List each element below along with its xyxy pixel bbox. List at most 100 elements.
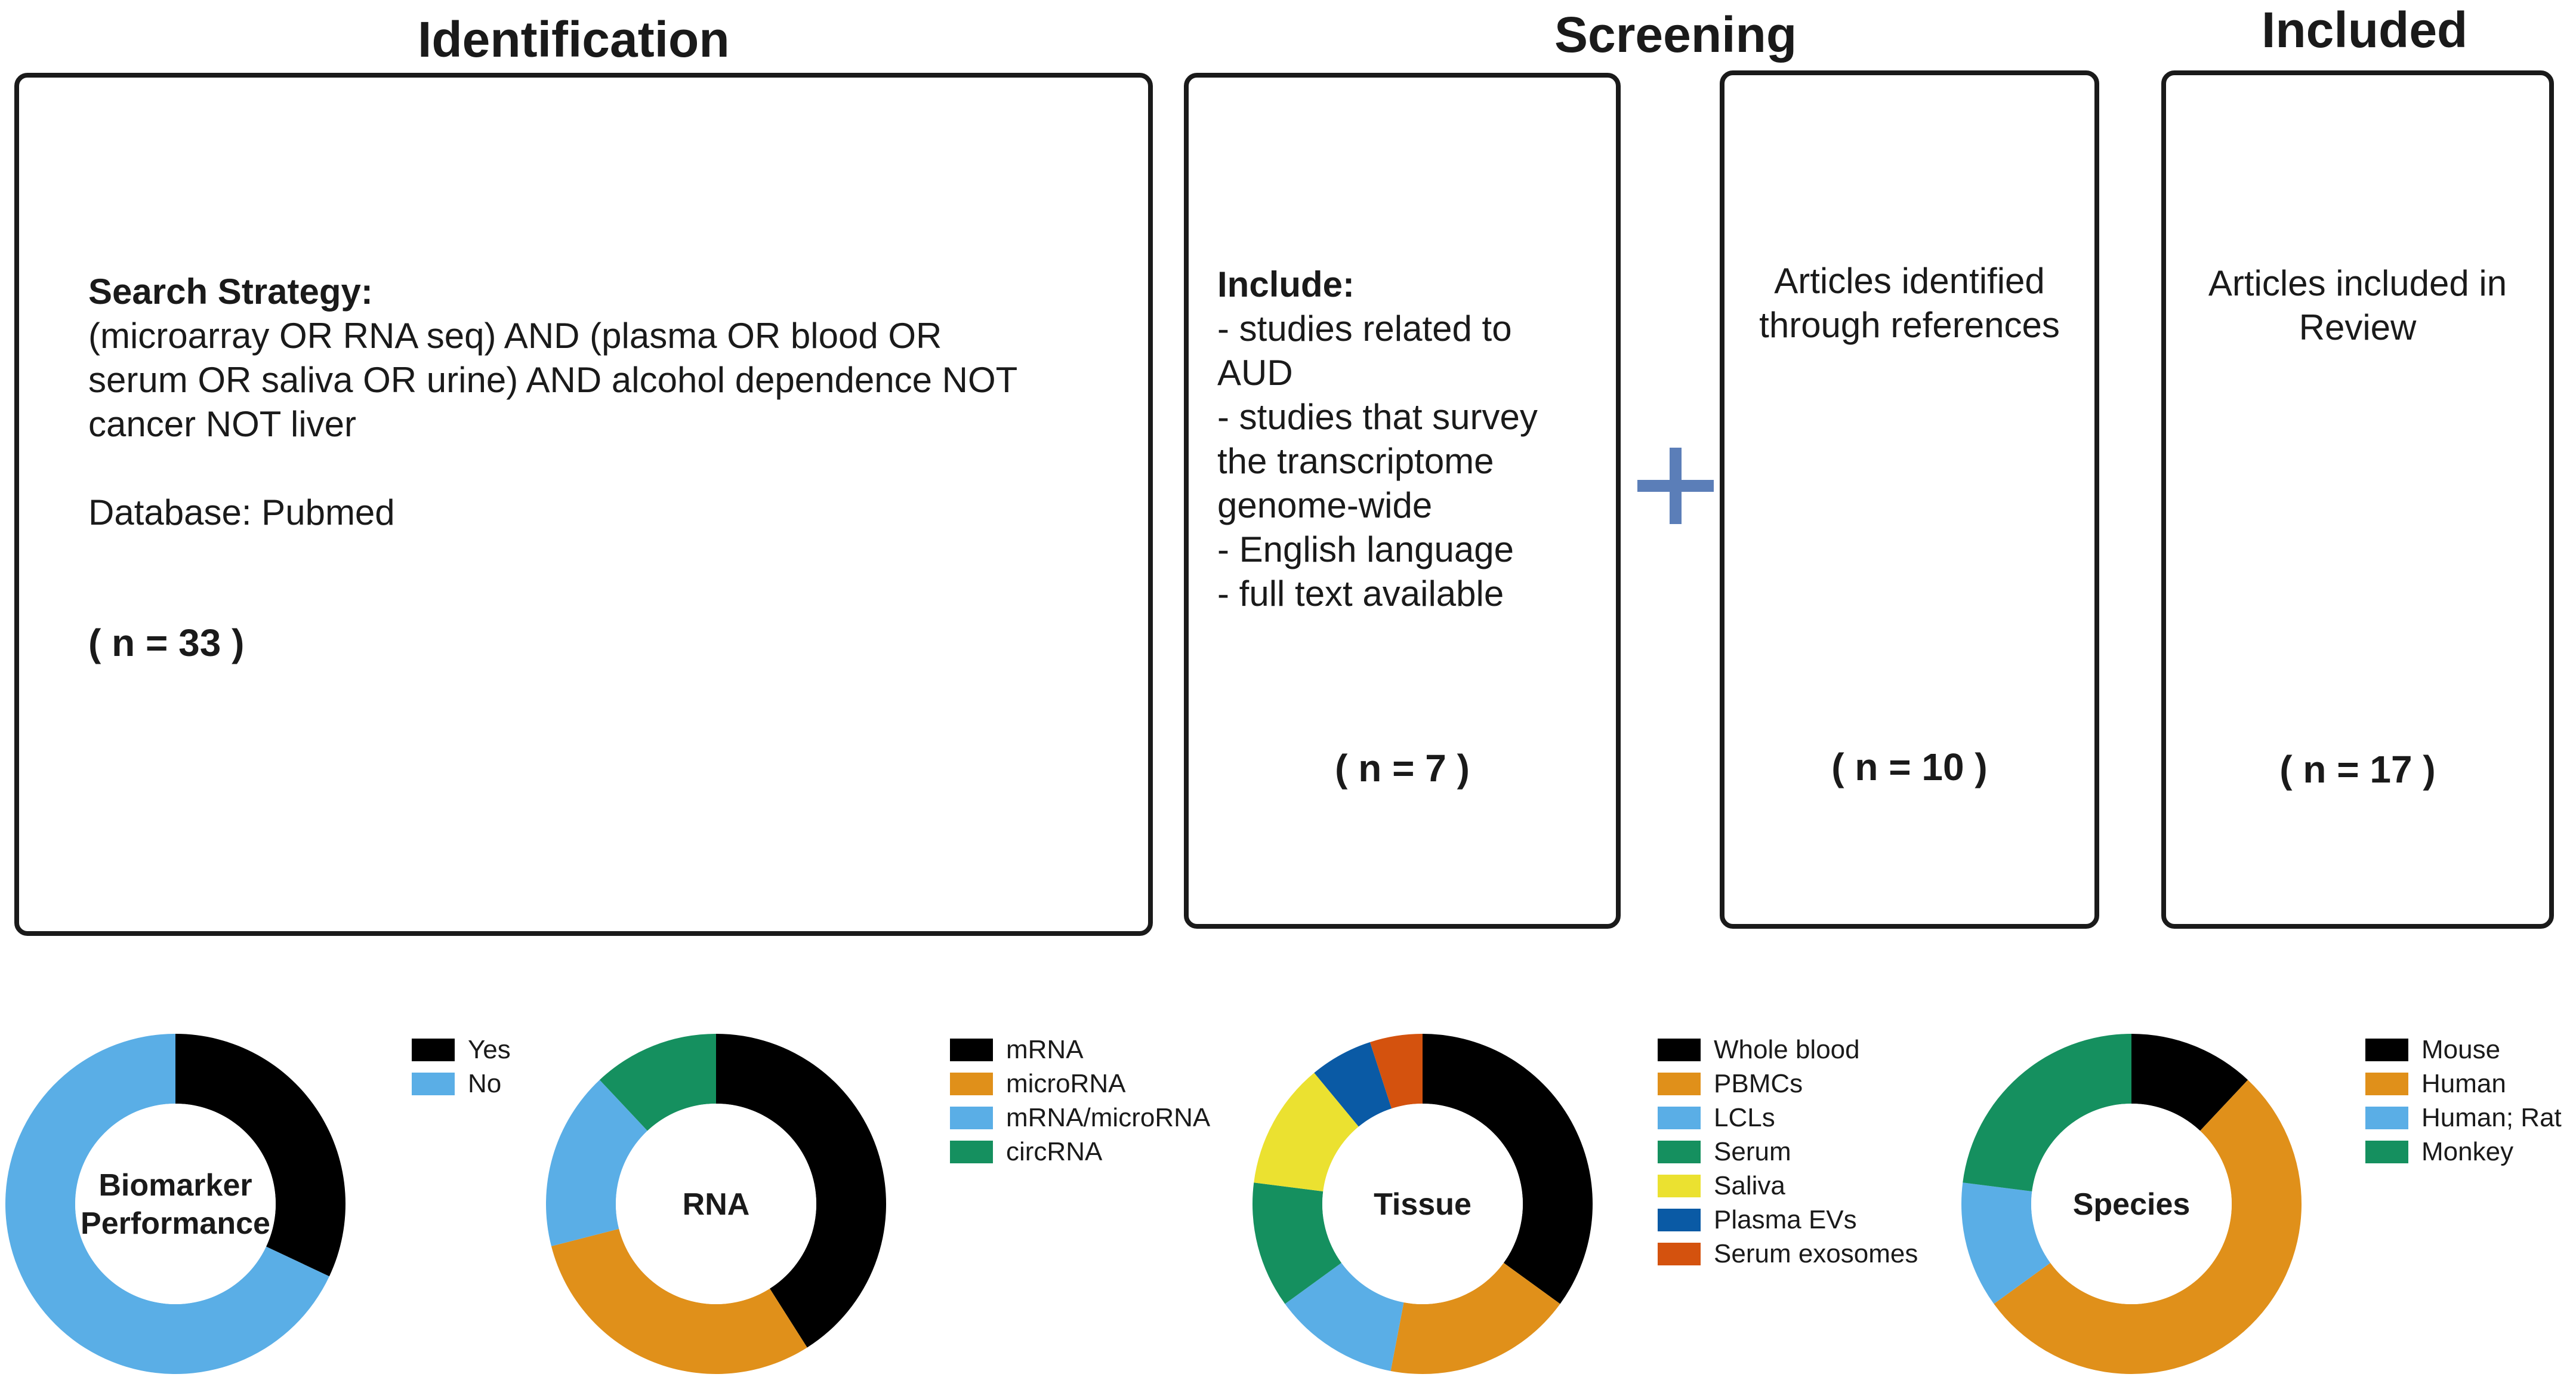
legend-swatch: [1658, 1072, 1701, 1095]
donut-hole: [616, 1104, 816, 1304]
include-criteria-text: Include: - studies related to AUD - stud…: [1217, 263, 1617, 616]
donut-center-label: RNA: [683, 1187, 750, 1222]
rna-donut: RNA: [546, 1034, 886, 1374]
donut-center-label: Tissue: [1374, 1187, 1471, 1222]
include-title: Include:: [1217, 264, 1355, 304]
include-line: - studies that survey: [1217, 397, 1538, 437]
donut-center-label: Species: [2073, 1187, 2191, 1222]
legend-swatch: [950, 1038, 993, 1061]
include-line: genome-wide: [1217, 485, 1433, 525]
species-legend: Mouse Human Human; Rat Monkey: [2365, 1033, 2562, 1169]
search-strategy-text: Search Strategy: (microarray OR RNA seq)…: [88, 270, 1139, 535]
donut-hole: [1322, 1104, 1523, 1304]
legend-swatch: [950, 1106, 993, 1129]
donut-slice-lcls: [1285, 1262, 1404, 1371]
legend-item: Human; Rat: [2365, 1101, 2562, 1135]
legend-swatch: [1658, 1208, 1701, 1231]
donut-slice-yes: [175, 1034, 346, 1277]
included-line: Review: [2299, 307, 2417, 347]
references-line: through references: [1759, 305, 2060, 345]
legend-swatch: [950, 1072, 993, 1095]
legend-item: mRNA/microRNA: [950, 1101, 1210, 1135]
legend-item: LCLs: [1658, 1101, 1918, 1135]
legend-item: Mouse: [2365, 1033, 2562, 1067]
legend-swatch: [950, 1140, 993, 1163]
screening-count: ( n = 7 ): [1335, 747, 1470, 790]
legend-swatch: [2365, 1106, 2408, 1129]
legend-item: Monkey: [2365, 1135, 2562, 1169]
legend-item: mRNA: [950, 1033, 1210, 1067]
donut-slice-circrna: [599, 1034, 716, 1131]
search-strategy-line: cancer NOT liver: [88, 404, 357, 444]
donut-slice-mouse: [2131, 1034, 2248, 1131]
search-strategy-title: Search Strategy:: [88, 272, 373, 312]
legend-item: Whole blood: [1658, 1033, 1918, 1067]
donut-slice-serum-exosomes: [1369, 1034, 1423, 1109]
identification-box: Search Strategy: (microarray OR RNA seq)…: [14, 73, 1153, 936]
search-strategy-line: (microarray OR RNA seq) AND (plasma OR b…: [88, 316, 942, 356]
donut-center-label: Performance: [81, 1206, 270, 1241]
included-text: Articles included in Review: [2166, 261, 2549, 350]
donut-slice-mrna: [716, 1034, 886, 1348]
legend-swatch: [2365, 1140, 2408, 1163]
donut-slice-serum: [1252, 1182, 1342, 1304]
legend-item: No: [412, 1067, 511, 1101]
identification-count: ( n = 33 ): [88, 621, 245, 664]
legend-item: Saliva: [1658, 1169, 1918, 1203]
legend-item: PBMCs: [1658, 1067, 1918, 1101]
legend-item: circRNA: [950, 1135, 1210, 1169]
plus-icon: [1637, 448, 1714, 524]
donut-slice-monkey: [1963, 1034, 2131, 1191]
legend-swatch: [412, 1072, 455, 1095]
rna-legend: mRNA microRNA mRNA/microRNA circRNA: [950, 1033, 1210, 1169]
donut-slice-whole-blood: [1423, 1034, 1593, 1304]
donut-center-label: Biomarker: [98, 1168, 252, 1203]
species-donut: Species: [1961, 1034, 2302, 1374]
included-line: Articles included in: [2208, 263, 2507, 303]
references-line: Articles identified: [1774, 261, 2045, 301]
database-label: Database: Pubmed: [88, 492, 395, 532]
donut-hole: [75, 1104, 276, 1304]
legend-item: Human: [2365, 1067, 2562, 1101]
identification-heading: Identification: [418, 11, 730, 67]
donut-hole: [2031, 1104, 2232, 1304]
legend-item: Plasma EVs: [1658, 1203, 1918, 1237]
legend-swatch: [2365, 1038, 2408, 1061]
screening-include-box: Include: - studies related to AUD - stud…: [1184, 73, 1621, 929]
legend-item: microRNA: [950, 1067, 1210, 1101]
references-box: Articles identified through references (…: [1720, 70, 2099, 929]
included-heading: Included: [2262, 2, 2468, 58]
legend-item: Yes: [412, 1033, 511, 1067]
legend-item: Serum: [1658, 1135, 1918, 1169]
screening-heading: Screening: [1554, 7, 1797, 63]
donut-slice-saliva: [1254, 1073, 1359, 1191]
included-box: Articles included in Review ( n = 17 ): [2161, 70, 2554, 929]
donut-slice-pbmcs: [1390, 1262, 1560, 1374]
include-line: - studies related to: [1217, 309, 1512, 349]
included-count: ( n = 17 ): [2279, 748, 2436, 791]
legend-swatch: [1658, 1242, 1701, 1265]
donut-slice-plasma-evs: [1314, 1042, 1392, 1127]
tissue-legend: Whole blood PBMCs LCLs Serum Saliva Plas…: [1658, 1033, 1918, 1271]
tissue-donut: Tissue: [1252, 1034, 1593, 1374]
references-text: Articles identified through references: [1724, 259, 2094, 347]
legend-swatch: [1658, 1140, 1701, 1163]
legend-swatch: [412, 1038, 455, 1061]
legend-swatch: [2365, 1072, 2408, 1095]
include-line: - English language: [1217, 529, 1514, 569]
legend-swatch: [1658, 1174, 1701, 1197]
legend-swatch: [1658, 1106, 1701, 1129]
search-strategy-line: serum OR saliva OR urine) AND alcohol de…: [88, 360, 1018, 400]
include-line: - full text available: [1217, 574, 1504, 614]
include-line: the transcriptome: [1217, 441, 1494, 481]
donut-slice-human: [1994, 1080, 2302, 1374]
donut-slice-no: [5, 1034, 329, 1374]
references-count: ( n = 10 ): [1831, 746, 1988, 788]
biomarker-legend: Yes No: [412, 1033, 511, 1101]
donut-slice-microrna: [551, 1228, 807, 1374]
donut-slice-human-rat: [1961, 1182, 2051, 1304]
legend-item: Serum exosomes: [1658, 1237, 1918, 1271]
donut-slice-mrna-microrna: [546, 1080, 647, 1246]
legend-swatch: [1658, 1038, 1701, 1061]
